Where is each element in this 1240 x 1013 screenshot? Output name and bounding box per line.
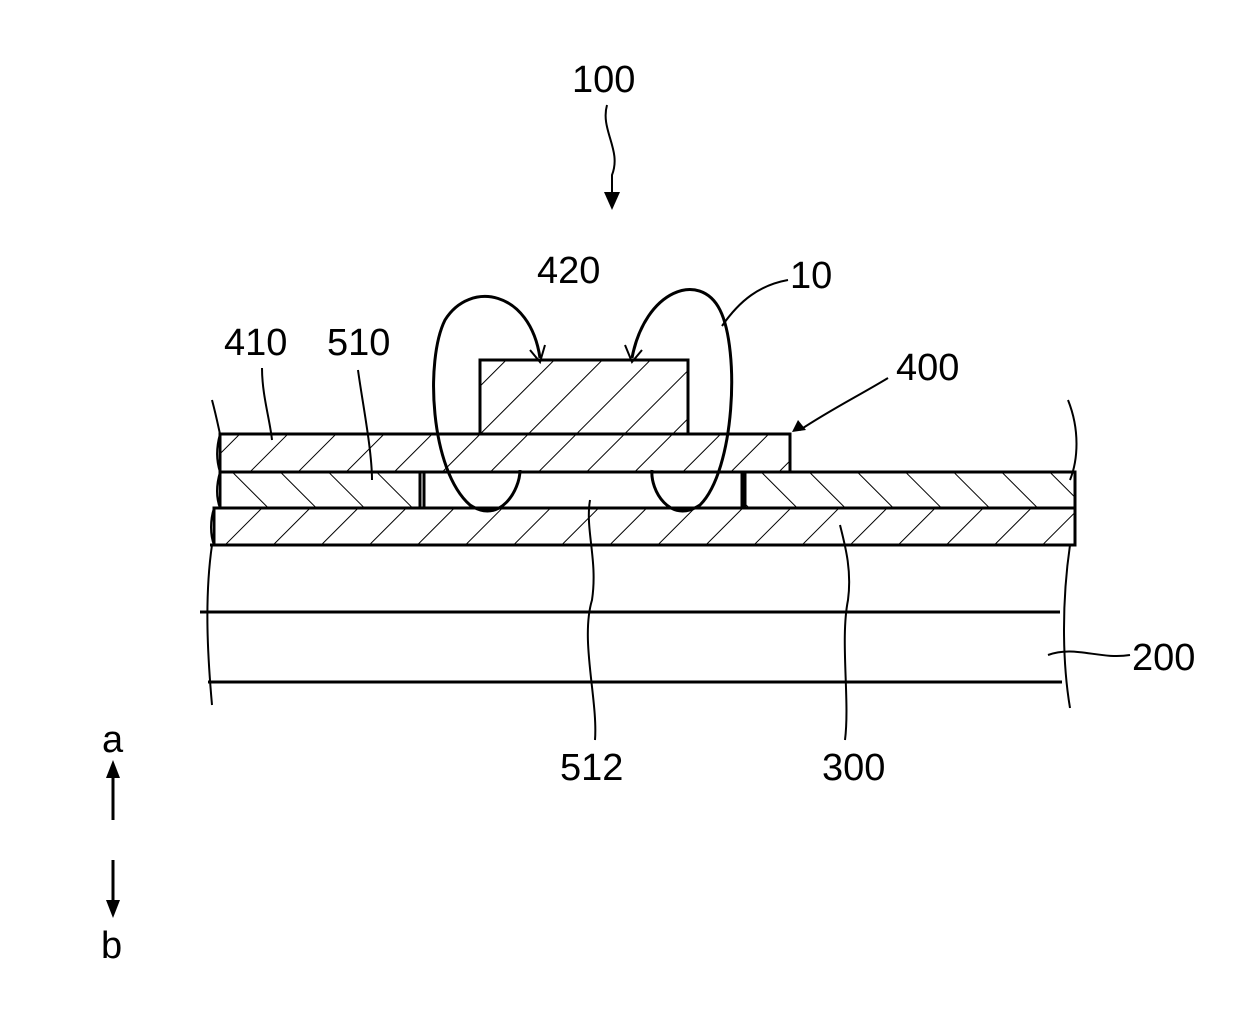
layer-300 (211, 508, 1075, 545)
gap-512 (424, 472, 742, 508)
label-510: 510 (327, 322, 390, 364)
left-break-line (212, 400, 220, 434)
label-200: 200 (1132, 637, 1195, 679)
label-512: 512 (560, 747, 623, 789)
label-direction-b: b (101, 925, 122, 967)
label-300: 300 (822, 747, 885, 789)
direction-indicator (106, 760, 120, 918)
electrode-400 (217, 434, 790, 472)
label-direction-a: a (102, 719, 124, 761)
label-10: 10 (790, 255, 832, 297)
label-400: 400 (896, 347, 959, 389)
right-break-line (1068, 400, 1077, 480)
element-420 (480, 360, 688, 434)
label-410: 410 (224, 322, 287, 364)
label-100: 100 (572, 59, 635, 101)
substrate-200 (200, 545, 1075, 708)
leader-lines (262, 105, 1130, 740)
label-420: 420 (537, 250, 600, 292)
